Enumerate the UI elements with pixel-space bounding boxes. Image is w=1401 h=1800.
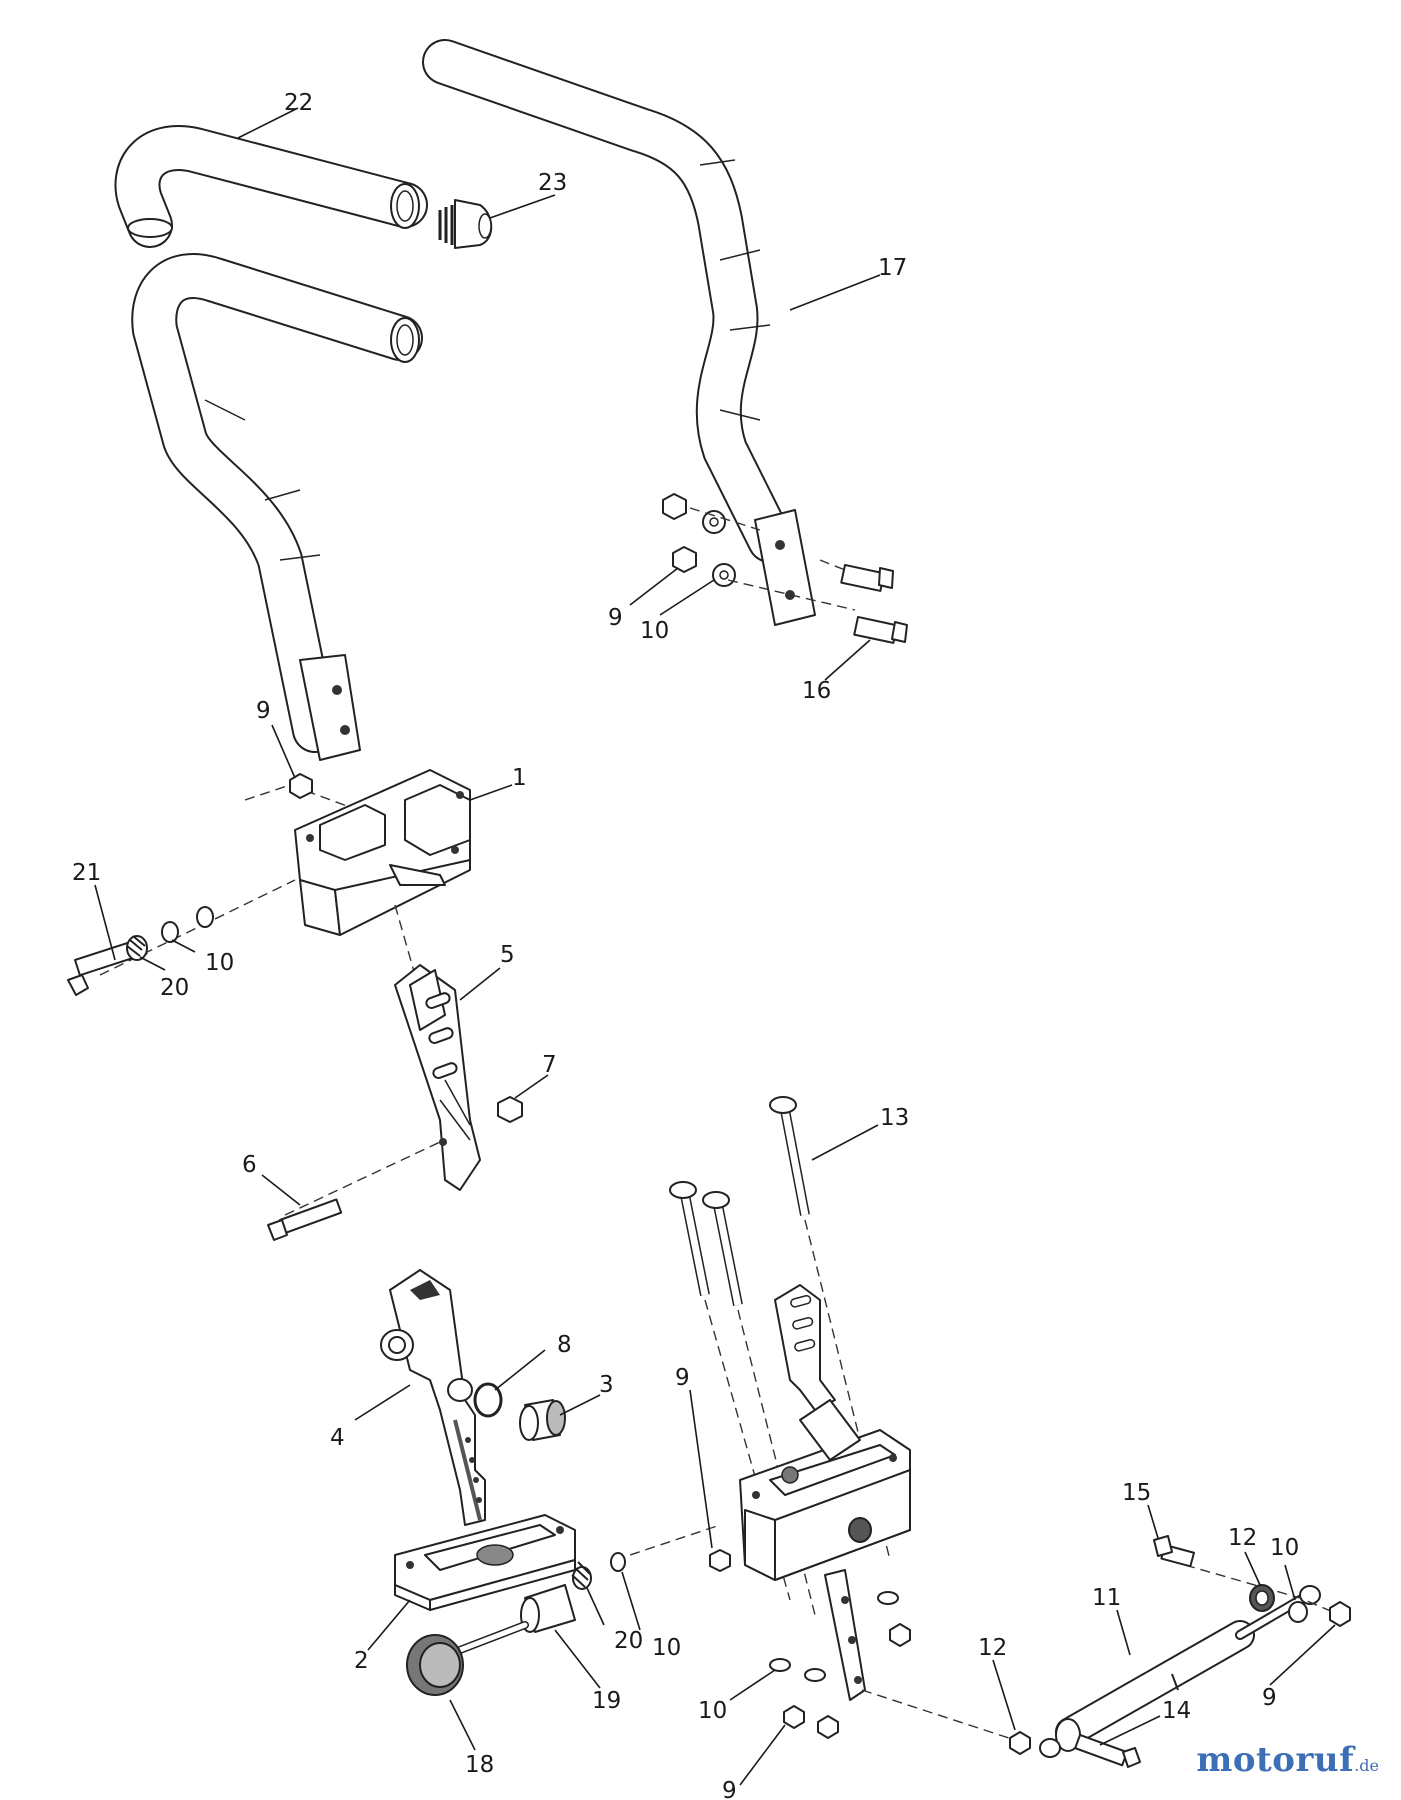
label-9: 9 [675,1365,690,1391]
label-18: 18 [465,1752,494,1778]
fastener-set-top-right [662,493,908,644]
label-16: 16 [802,678,831,704]
part-11-damper [1039,1585,1321,1758]
part-17-right-handle [422,39,816,626]
part-23-plug [438,199,493,249]
label-9: 9 [256,698,271,724]
label-10: 10 [1270,1535,1299,1561]
label-12: 12 [1228,1525,1257,1551]
label-9: 9 [1262,1685,1277,1711]
label-2: 2 [354,1648,369,1674]
part-labels: 22 23 17 9 10 16 9 1 21 10 20 5 7 6 13 8… [72,90,1299,1800]
leader-lines [94,107,1336,1786]
label-17: 17 [878,255,907,281]
part-5-lever [267,904,523,1241]
watermark-tld: .de [1354,1756,1379,1775]
label-4: 4 [330,1425,345,1451]
label-22: 22 [284,90,313,116]
part-3-bushing [519,1399,566,1441]
part-2-base [394,1514,576,1611]
label-10: 10 [640,618,669,644]
label-14: 14 [1162,1698,1191,1724]
part-1-upper-bracket [244,769,471,936]
label-20: 20 [160,975,189,1001]
label-10: 10 [205,950,234,976]
label-20: 20 [614,1628,643,1654]
label-13: 13 [880,1105,909,1131]
label-19: 19 [592,1688,621,1714]
left-handle-bar [131,253,423,761]
label-10: 10 [698,1698,727,1724]
label-15: 15 [1122,1480,1151,1506]
label-9: 9 [608,605,623,631]
label-7: 7 [542,1052,557,1078]
label-6: 6 [242,1152,257,1178]
part-8-ring [473,1382,503,1418]
fastener-set-left [67,879,296,996]
label-10: 10 [652,1635,681,1661]
watermark-name: motoruf [1196,1740,1355,1780]
label-3: 3 [599,1372,614,1398]
knob-assembly [406,1524,721,1696]
part-13-bolts [669,1096,891,1616]
part-22-grip-handle [114,125,428,248]
part-4-lever-arm [380,1269,486,1526]
label-11: 11 [1092,1585,1121,1611]
label-12: 12 [978,1635,1007,1661]
label-21: 21 [72,860,101,886]
right-bracket-assembly [709,1284,1016,1741]
label-9: 9 [722,1778,737,1800]
label-5: 5 [500,942,515,968]
label-8: 8 [557,1332,572,1358]
watermark-logo: motoruf.de [1196,1740,1379,1780]
label-1: 1 [512,765,527,791]
label-23: 23 [538,170,567,196]
damper-fasteners [1009,1535,1351,1768]
